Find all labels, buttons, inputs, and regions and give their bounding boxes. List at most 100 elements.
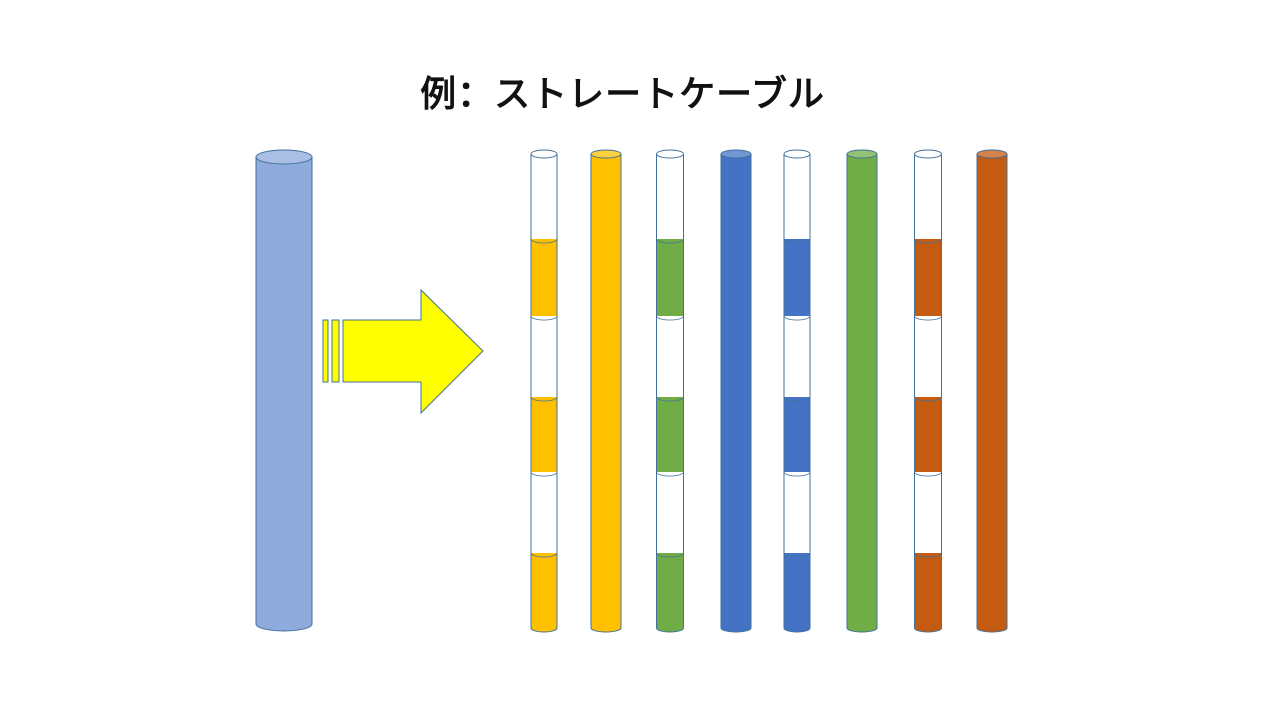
- wire-orange-white-boundary: [530, 396, 558, 402]
- wire-brown-white-segment: [914, 553, 942, 628]
- wire-orange-segment: [591, 154, 621, 628]
- wire-green-white-boundary: [656, 315, 684, 321]
- wire-orange-white-boundary: [530, 471, 558, 477]
- wire-blue-white-boundary: [783, 396, 811, 402]
- wire-orange-white-segment: [531, 154, 557, 239]
- wire-blue-white-segment-edge: [784, 397, 810, 401]
- wire-green-white-boundary: [656, 471, 684, 477]
- wire-brown-outline: [976, 154, 1008, 633]
- cable-body-outline: [255, 157, 313, 632]
- wire-blue-white-top: [783, 149, 811, 159]
- wire-brown-top: [976, 149, 1008, 159]
- wire-blue-white-segment: [784, 397, 810, 472]
- wire-green-white-segment-edge: [656, 397, 684, 401]
- wire-blue-white-bottom: [784, 627, 810, 632]
- wire-orange-bottom: [591, 627, 621, 632]
- wire-green-white-segment: [656, 472, 684, 553]
- wire-set: [530, 149, 1008, 633]
- wire-green-white: [656, 149, 684, 633]
- wire-green-white-boundary: [656, 238, 684, 244]
- wire-green-white-segment-edge: [656, 239, 684, 243]
- wire-brown-white-segment-edge: [914, 316, 942, 320]
- wire-brown-white: [914, 149, 942, 633]
- wire-orange-white-top: [530, 149, 558, 159]
- wire-orange-white-segment: [531, 397, 557, 472]
- wire-green-white-segment: [656, 239, 684, 316]
- wire-orange-white-segment: [531, 239, 557, 316]
- wire-brown-segment: [977, 154, 1007, 628]
- wire-brown-white-boundary: [914, 396, 942, 402]
- wire-orange-outline: [590, 154, 622, 633]
- arrow-stripe: [331, 319, 340, 383]
- wire-blue-white-segment: [784, 154, 810, 239]
- cable-body: [255, 149, 313, 632]
- wire-orange-white-bottom: [531, 627, 557, 632]
- arrow-right-icon: [322, 288, 484, 415]
- wire-green-white-boundary: [656, 552, 684, 558]
- wire-blue-white-boundary: [783, 552, 811, 558]
- wire-green-white-outline: [656, 154, 684, 633]
- wire-orange-white-segment: [531, 472, 557, 553]
- wire-green-outline: [846, 154, 878, 633]
- wire-brown-white-segment: [914, 397, 942, 472]
- wire-blue-white-segment: [784, 553, 810, 628]
- wire-orange: [590, 149, 622, 633]
- arrow-stripe: [322, 319, 329, 383]
- wire-orange-white-segment-edge: [531, 397, 557, 401]
- wire-brown-white-bottom: [914, 627, 942, 632]
- wire-brown-white-segment-edge: [914, 397, 942, 401]
- wire-blue-white: [783, 149, 811, 633]
- wire-green-white-segment-edge: [656, 472, 684, 476]
- slide-title: 例：ストレートケーブル: [420, 74, 825, 115]
- wire-blue-white-boundary: [783, 315, 811, 321]
- wire-brown: [976, 149, 1008, 633]
- wire-orange-white-segment: [531, 553, 557, 628]
- wire-brown-white-top: [914, 149, 942, 159]
- wire-orange-white-segment-edge: [531, 553, 557, 557]
- wire-green-white-top: [656, 149, 684, 159]
- wire-brown-white-outline: [914, 154, 942, 633]
- cable-body-bottom: [256, 623, 312, 631]
- wire-orange-white-boundary: [530, 238, 558, 244]
- wire-brown-white-boundary: [914, 315, 942, 321]
- wire-brown-bottom: [977, 627, 1007, 632]
- wire-brown-white-boundary: [914, 238, 942, 244]
- wire-blue-white-boundary: [783, 238, 811, 244]
- wire-blue-white-segment: [784, 472, 810, 553]
- wire-orange-white: [530, 149, 558, 633]
- wire-orange-white-segment-edge: [531, 472, 557, 476]
- cable-body-top: [255, 149, 313, 165]
- arrow-head: [342, 288, 484, 415]
- wire-orange-white-segment: [531, 316, 557, 397]
- wire-green-white-segment: [656, 154, 684, 239]
- wire-blue-top: [720, 149, 752, 159]
- wire-blue-white-segment-edge: [784, 472, 810, 476]
- wire-brown-white-segment: [914, 239, 942, 316]
- wire-orange-white-segment-edge: [531, 316, 557, 320]
- wire-blue-white-boundary: [783, 471, 811, 477]
- wire-brown-white-segment-edge: [914, 239, 942, 243]
- wire-green-white-segment: [656, 553, 684, 628]
- wire-orange-white-boundary: [530, 315, 558, 321]
- wire-green-white-segment: [656, 397, 684, 472]
- wire-blue-white-outline: [783, 154, 811, 633]
- wire-green-white-segment-edge: [656, 316, 684, 320]
- wire-blue-white-segment: [784, 239, 810, 316]
- cable-icon: [255, 149, 313, 632]
- wire-green-white-boundary: [656, 396, 684, 402]
- wire-green-segment: [847, 154, 877, 628]
- wire-brown-white-boundary: [914, 552, 942, 558]
- wire-brown-white-segment-edge: [914, 553, 942, 557]
- wire-green-top: [846, 149, 878, 159]
- wire-orange-white-segment-edge: [531, 239, 557, 243]
- wire-brown-white-boundary: [914, 471, 942, 477]
- wire-blue-white-segment: [784, 316, 810, 397]
- wire-green: [846, 149, 878, 633]
- wire-blue-white-segment-edge: [784, 239, 810, 243]
- wire-blue-segment: [721, 154, 751, 628]
- wire-blue-outline: [720, 154, 752, 633]
- wire-brown-white-segment-edge: [914, 472, 942, 476]
- wire-green-white-segment-edge: [656, 553, 684, 557]
- wire-blue-bottom: [721, 627, 751, 632]
